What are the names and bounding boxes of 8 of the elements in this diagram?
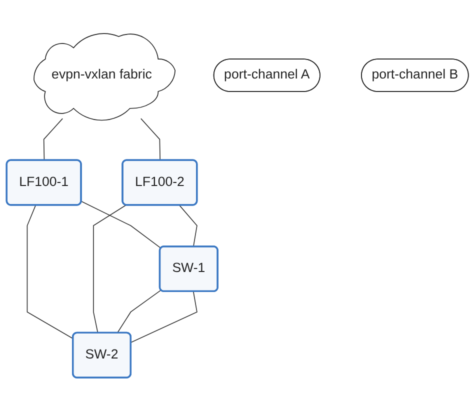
connector [140,118,160,161]
connector [130,291,198,343]
connector [81,200,162,249]
connector [43,118,63,161]
connector [116,290,162,334]
connector [26,204,74,340]
connector [179,204,198,248]
connector [93,204,126,334]
